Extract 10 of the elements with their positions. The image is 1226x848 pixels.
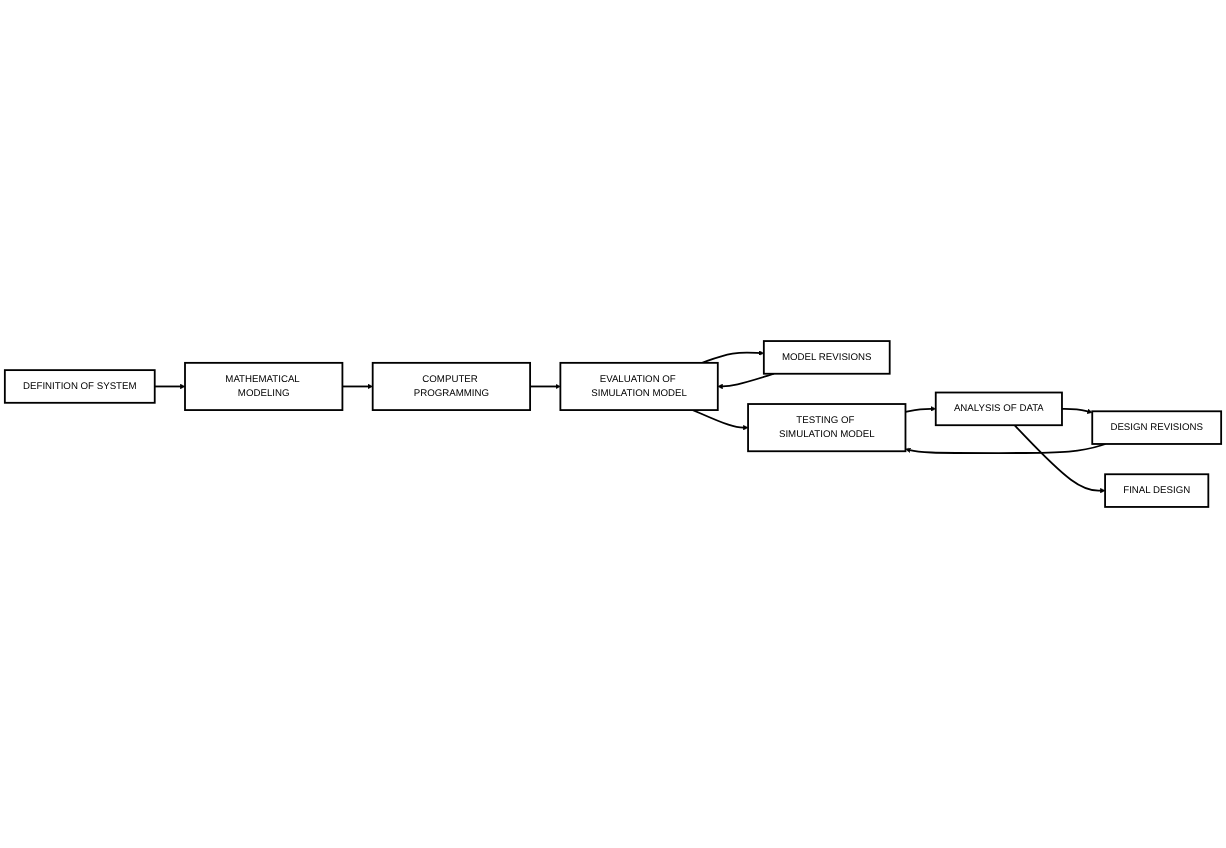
arrow <box>701 350 765 364</box>
arrow <box>1013 424 1106 494</box>
arrow <box>905 443 1107 454</box>
arrow <box>904 406 936 413</box>
arrow <box>529 383 561 390</box>
arrow <box>717 372 775 390</box>
arrow <box>1061 407 1093 414</box>
arrow <box>153 383 186 390</box>
arrow <box>341 383 373 390</box>
arrow <box>692 409 749 431</box>
